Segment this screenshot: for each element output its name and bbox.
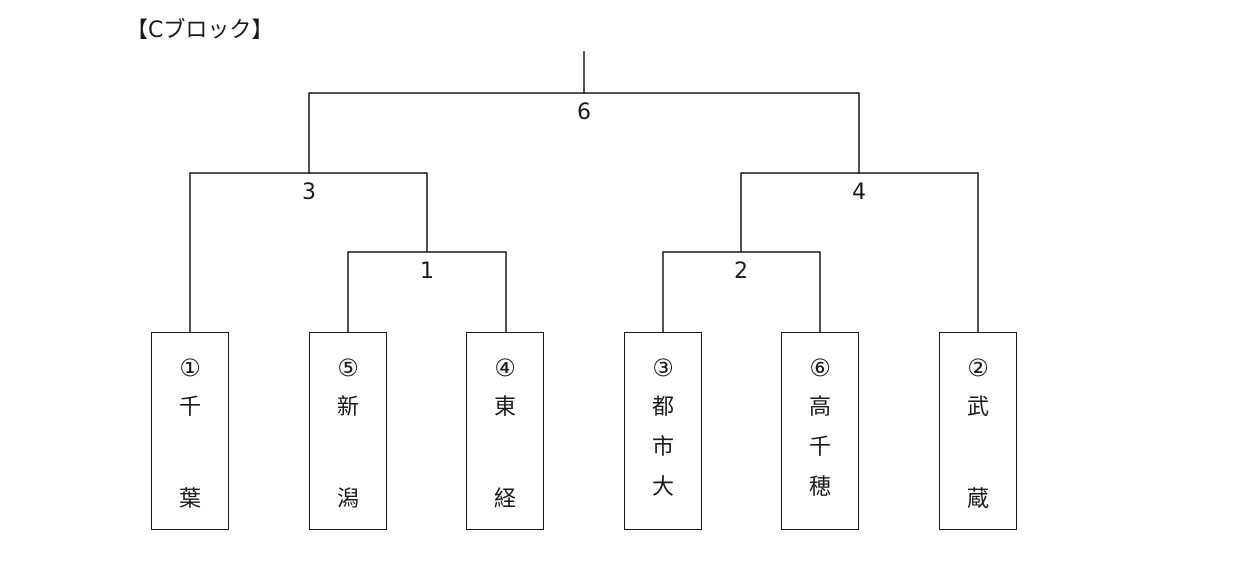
match-number-1: 1 (420, 259, 434, 284)
match-6-bracket-line (308, 92, 860, 174)
team-name-char: 葉 (178, 487, 201, 512)
team-name-char: 経 (493, 487, 516, 512)
team-name-char: 蔵 (966, 487, 989, 512)
team-name: 新 潟 (310, 395, 386, 513)
team-seed: ③ (652, 354, 674, 382)
match-number-2: 2 (734, 259, 748, 284)
team-name-char: 大 (651, 475, 674, 500)
team-box-niigata: ⑤ 新 潟 (309, 332, 387, 530)
team-box-chiba: ① 千 葉 (151, 332, 229, 530)
team-seed: ② (967, 354, 989, 382)
match-number-3: 3 (302, 180, 316, 205)
team-name-char: 高 (808, 395, 831, 420)
team-box-tokei: ④ 東 経 (466, 332, 544, 530)
team-seed: ⑤ (337, 354, 359, 382)
team-seed: ⑥ (809, 354, 831, 382)
team-name: 東 経 (467, 395, 543, 513)
team-box-musashi: ② 武 蔵 (939, 332, 1017, 530)
match-4-bracket-line (740, 172, 979, 333)
team-name-char: 都 (651, 395, 674, 420)
team-name-char: 穂 (808, 475, 831, 500)
team-seed: ① (179, 354, 201, 382)
team-name-char: 武 (966, 395, 989, 420)
team-name: 武 蔵 (940, 395, 1016, 513)
team-name-char: 潟 (336, 487, 359, 512)
team-name-char: 新 (336, 395, 359, 420)
team-name: 高 千 穂 (782, 395, 858, 501)
team-name-char: 市 (651, 435, 674, 460)
team-name-char: 東 (493, 395, 516, 420)
team-seed: ④ (494, 354, 516, 382)
team-name-char: 千 (178, 395, 201, 420)
team-name: 千 葉 (152, 395, 228, 513)
match-1-bracket-line (347, 251, 507, 333)
team-box-takachiho: ⑥ 高 千 穂 (781, 332, 859, 530)
team-name: 都 市 大 (625, 395, 701, 501)
team-name-char: 千 (808, 435, 831, 460)
block-title: 【Cブロック】 (126, 18, 274, 43)
match-number-4: 4 (852, 180, 866, 205)
match-2-bracket-line (662, 251, 821, 333)
team-box-toshidai: ③ 都 市 大 (624, 332, 702, 530)
match-number-6: 6 (577, 100, 591, 125)
match-3-bracket-line (189, 172, 428, 333)
